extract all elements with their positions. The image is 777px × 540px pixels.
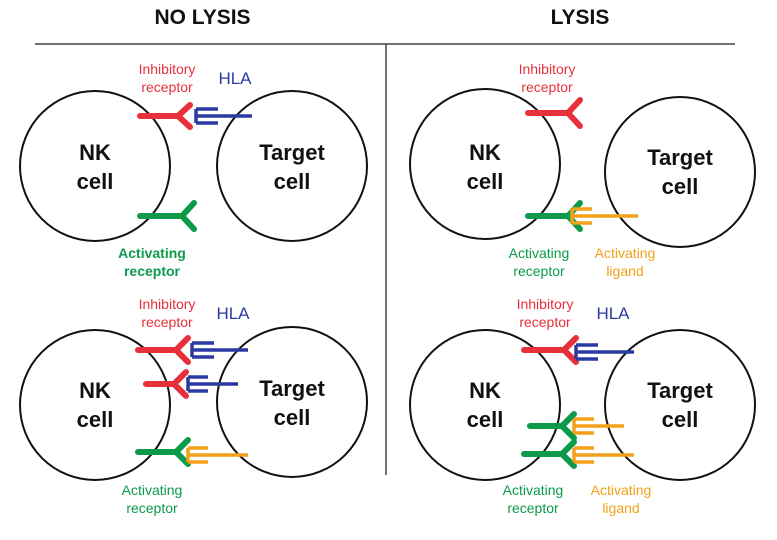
nk-cell-label-line1: NK — [469, 378, 501, 403]
nk-cell-circle — [409, 329, 561, 481]
target-cell-label-line1: Target — [259, 376, 325, 401]
hla-label: HLA — [218, 69, 252, 88]
activating-ligand-label-line1: Activating — [594, 245, 656, 261]
target-cell-label-line2: cell — [661, 407, 699, 432]
inhibitory-receptor-label: Inhibitory receptor — [492, 60, 602, 96]
activating-receptor-label: Activating receptor — [478, 481, 588, 517]
hla-molecule — [574, 343, 634, 361]
target-cell-label: Target cell — [630, 376, 730, 434]
inhibitory-receptor — [525, 97, 583, 129]
target-cell-circle — [604, 96, 756, 248]
nk-cell-label-line2: cell — [76, 169, 114, 194]
activating-receptor-label-line2: receptor — [513, 263, 565, 279]
target-cell-label: Target cell — [630, 143, 730, 201]
hla-molecule — [190, 341, 248, 359]
inhibitory-receptor-label-line2: receptor — [519, 314, 571, 330]
nk-cell-circle — [19, 90, 171, 242]
inhibitory-receptor-label-line1: Inhibitory — [516, 296, 574, 312]
nk-cell-label-line1: NK — [79, 378, 111, 403]
activating-ligand — [570, 207, 638, 225]
inhibitory-receptor — [137, 102, 193, 130]
activating-receptor — [135, 437, 191, 467]
inhibitory-receptor-label-line1: Inhibitory — [518, 61, 576, 77]
activating-receptor-label-line2: receptor — [126, 500, 178, 516]
nk-cell-label: NK cell — [55, 376, 135, 434]
target-cell-circle — [216, 90, 368, 242]
activating-receptor-label-line1: Activating — [121, 482, 183, 498]
inhibitory-receptor — [521, 335, 579, 365]
panel-lysis-top — [409, 88, 756, 248]
nk-cell-label: NK cell — [445, 376, 525, 434]
target-cell-label-line1: Target — [259, 140, 325, 165]
hla-molecule — [194, 107, 252, 125]
hla-label: HLA — [596, 304, 630, 323]
inhibitory-receptor-label-line2: receptor — [141, 314, 193, 330]
target-cell-label-line2: cell — [273, 169, 311, 194]
activating-receptor-label: Activating receptor — [97, 244, 207, 280]
activating-receptor-label-line1: Activating — [508, 245, 570, 261]
inhibitory-receptor-label: Inhibitory receptor — [112, 60, 222, 96]
activating-receptor-label: Activating receptor — [484, 244, 594, 280]
nk-cell-label: NK cell — [55, 138, 135, 196]
activating-receptor — [137, 200, 197, 232]
activating-ligand-label-line2: ligand — [606, 263, 644, 279]
target-cell-label-line1: Target — [647, 378, 713, 403]
nk-cell-label-line2: cell — [466, 407, 504, 432]
inhibitory-receptor — [135, 335, 191, 365]
nk-cell-label-line2: cell — [76, 407, 114, 432]
inhibitory-receptor-label-line1: Inhibitory — [138, 61, 196, 77]
activating-ligand — [572, 417, 624, 435]
activating-ligand-label: Activating ligand — [566, 481, 676, 517]
activating-receptor-label: Activating receptor — [97, 481, 207, 517]
nk-cell-label-line2: cell — [466, 169, 504, 194]
hla-label: HLA — [216, 304, 250, 323]
target-cell-label-line2: cell — [661, 174, 699, 199]
inhibitory-receptor-label: Inhibitory receptor — [490, 295, 600, 331]
inhibitory-receptor-label: Inhibitory receptor — [112, 295, 222, 331]
target-cell-label: Target cell — [242, 374, 342, 432]
target-cell-label-line2: cell — [273, 405, 311, 430]
activating-receptor-label-line2: receptor — [123, 263, 181, 279]
activating-ligand-label: Activating ligand — [570, 244, 680, 280]
target-cell-label-line1: Target — [647, 145, 713, 170]
activating-receptor-label-line1: Activating — [502, 482, 564, 498]
activating-receptor-label-line1: Activating — [118, 245, 186, 261]
inhibitory-receptor — [143, 369, 189, 399]
activating-receptor — [521, 439, 577, 469]
activating-receptor — [527, 411, 577, 441]
inhibitory-receptor-label-line2: receptor — [141, 79, 193, 95]
no-lysis-heading: NO LYSIS — [154, 6, 251, 29]
target-cell-label: Target cell — [242, 138, 342, 196]
inhibitory-receptor-label-line1: Inhibitory — [138, 296, 196, 312]
activating-ligand-label-line1: Activating — [590, 482, 652, 498]
nk-cell-circle — [409, 88, 561, 240]
inhibitory-receptor-label-line2: receptor — [521, 79, 573, 95]
panel-no-lysis-bottom — [19, 326, 368, 481]
nk-cell-label-line1: NK — [79, 140, 111, 165]
activating-ligand-label-line2: ligand — [602, 500, 640, 516]
activating-ligand — [572, 446, 634, 464]
panel-no-lysis-top — [19, 90, 368, 242]
target-cell-circle — [216, 326, 368, 478]
activating-receptor-label-line2: receptor — [507, 500, 559, 516]
lysis-heading: LYSIS — [550, 6, 610, 29]
activating-ligand — [186, 446, 248, 464]
panel-lysis-bottom — [409, 329, 756, 481]
nk-cell-label: NK cell — [445, 138, 525, 196]
nk-cell-circle — [19, 329, 171, 481]
nk-cell-label-line1: NK — [469, 140, 501, 165]
hla-molecule — [186, 375, 238, 393]
target-cell-circle — [604, 329, 756, 481]
